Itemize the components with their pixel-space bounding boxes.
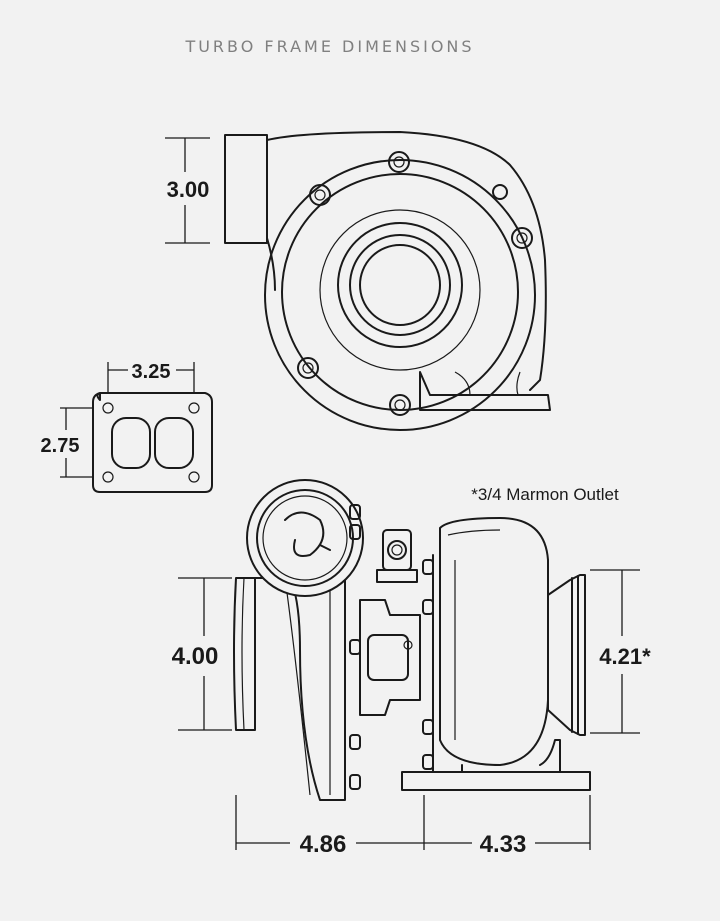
dimension-label-2-75: 2.75 [41,435,80,457]
dimension-compressor-side-width: 4.86 [235,795,425,858]
dimension-flange-height: 2.75 [41,407,92,478]
dimension-compressor-inlet-height: 3.00 [165,137,210,244]
dimension-compressor-side-height: 4.00 [172,577,232,731]
compressor-housing-top-view [224,131,551,431]
dimension-label-3-00: 3.00 [167,177,210,202]
dimension-label-4-33: 4.33 [480,831,527,858]
dimension-flange-width: 3.25 [107,361,195,392]
dimension-label-4-00: 4.00 [172,643,219,670]
dimension-label-3-25: 3.25 [132,361,171,383]
marmon-outlet-note: *3/4 Marmon Outlet [471,485,619,504]
dimension-turbine-outlet-height: 4.21* [590,569,651,734]
dimension-label-4-86: 4.86 [300,831,347,858]
dimension-turbine-side-width: 4.33 [424,795,591,858]
diagram-title: TURBO FRAME DIMENSIONS [184,37,474,56]
dimension-label-4-21: 4.21* [599,644,651,669]
turbine-inlet-flange [92,392,213,493]
turbo-side-view [233,479,591,801]
